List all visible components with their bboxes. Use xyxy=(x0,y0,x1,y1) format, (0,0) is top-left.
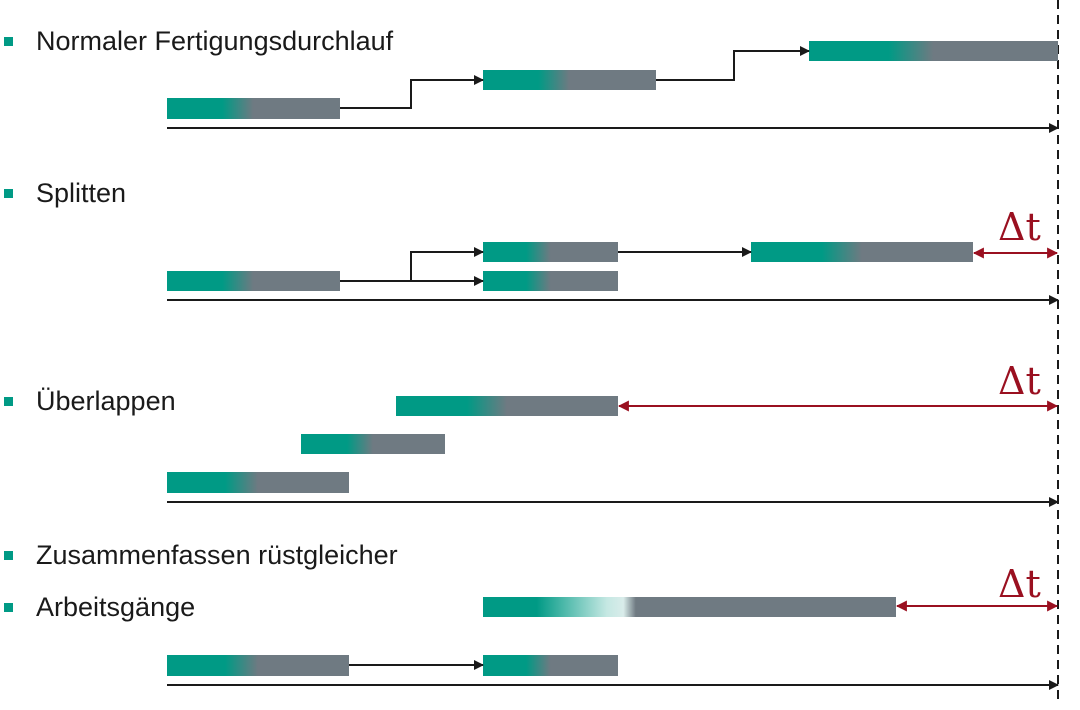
bullet-marker xyxy=(4,397,13,406)
operation-bar xyxy=(301,434,445,454)
section-label-normal: Normaler Fertigungsdurchlauf xyxy=(36,26,394,56)
section-label-splitten: Splitten xyxy=(36,178,127,208)
operation-bar xyxy=(167,271,340,291)
operation-bar xyxy=(751,242,973,262)
section-label-arbeitsgaenge: Arbeitsgänge xyxy=(36,592,196,622)
bullet-marker xyxy=(4,189,13,198)
delta-t-label: Δt xyxy=(998,359,1041,403)
operation-bar xyxy=(483,655,618,676)
flow-connector xyxy=(656,46,810,81)
section-label-zusammenfassen: Zusammenfassen rüstgleicher xyxy=(36,540,398,570)
flow-connector xyxy=(410,247,484,281)
operation-bar xyxy=(483,70,656,90)
operation-bar xyxy=(483,597,896,617)
delta-t-label: Δt xyxy=(998,205,1041,249)
section-label-ueberlappen: Überlappen xyxy=(36,386,176,416)
operation-bar xyxy=(483,242,618,262)
operation-bar xyxy=(167,472,349,493)
operation-bar xyxy=(483,271,618,291)
flow-connector xyxy=(340,75,484,109)
operation-bar xyxy=(809,41,1058,61)
operation-bar xyxy=(167,98,340,119)
bullet-marker xyxy=(4,37,13,46)
operation-bar xyxy=(167,655,349,676)
bullet-marker xyxy=(4,603,13,612)
operation-bar xyxy=(396,396,618,416)
bullet-marker xyxy=(4,551,13,560)
delta-t-label: Δt xyxy=(998,562,1041,606)
